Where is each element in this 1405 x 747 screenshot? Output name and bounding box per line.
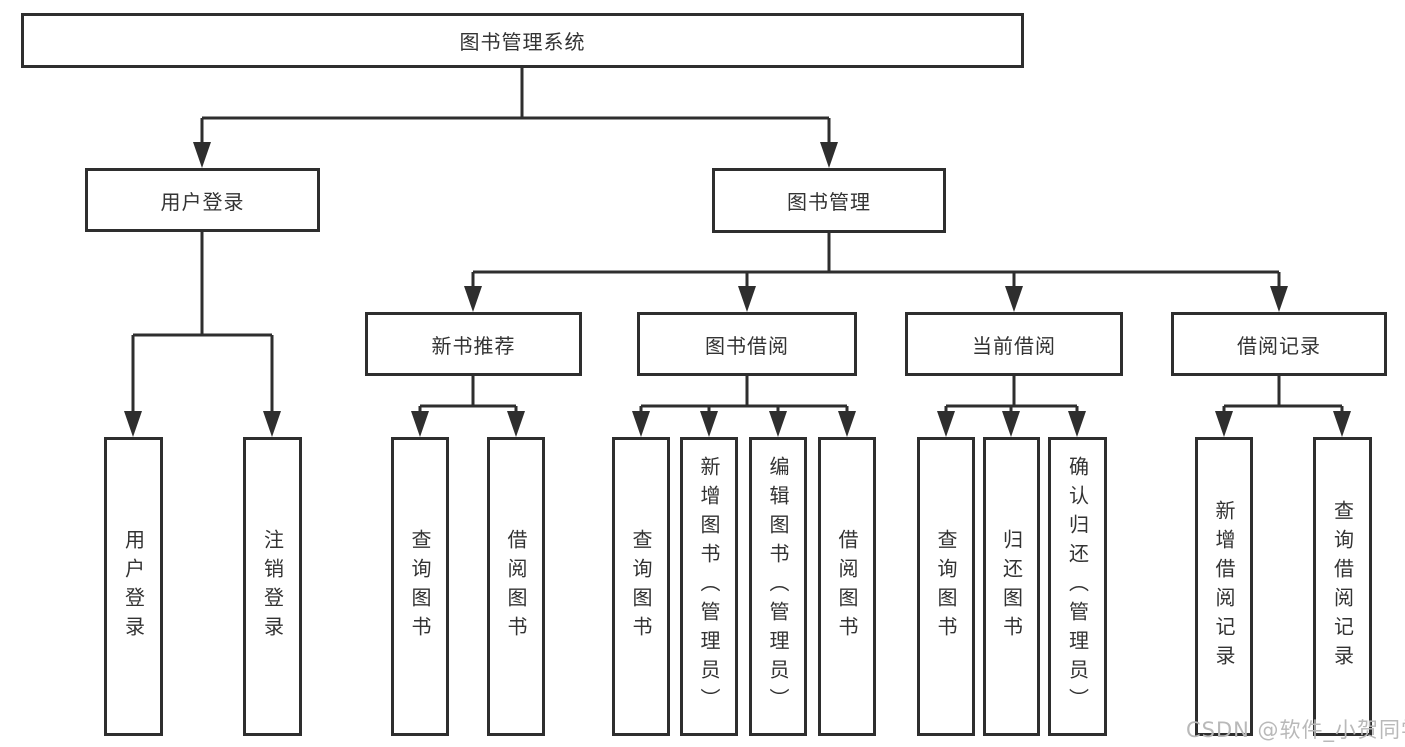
- leaf-label: 注销登录: [260, 528, 285, 645]
- node-new-book-recommendation: 新书推荐: [365, 312, 582, 376]
- leaf-label: 查询图书: [408, 528, 432, 645]
- node-library-management-system: 图书管理系统: [21, 13, 1024, 68]
- leaf-label: 编辑图书（管理员）: [766, 456, 790, 717]
- watermark: CSDN @软件_小贺同学: [1186, 718, 1405, 742]
- node-book-management: 图书管理: [712, 168, 946, 233]
- leaf-return-books: 归还图书: [983, 437, 1040, 736]
- leaf-edit-books-admin: 编辑图书（管理员）: [749, 437, 807, 736]
- leaf-query-books-borrowing: 查询图书: [612, 437, 670, 736]
- node-book-borrowing: 图书借阅: [637, 312, 857, 376]
- leaf-label: 用户登录: [121, 528, 146, 645]
- leaf-query-books-recommend: 查询图书: [391, 437, 449, 736]
- leaf-logout: 注销登录: [243, 437, 302, 736]
- leaf-label: 新增图书（管理员）: [697, 456, 721, 717]
- node-user-login: 用户登录: [85, 168, 320, 232]
- leaf-borrow-books-borrowing: 借阅图书: [818, 437, 876, 736]
- leaf-add-books-admin: 新增图书（管理员）: [680, 437, 738, 736]
- node-current-borrowing: 当前借阅: [905, 312, 1123, 376]
- leaf-label: 确认归还（管理员）: [1065, 456, 1090, 717]
- leaf-label: 新增借阅记录: [1212, 499, 1236, 674]
- leaf-query-books-current: 查询图书: [917, 437, 975, 736]
- leaf-label: 查询借阅记录: [1330, 499, 1355, 674]
- leaf-label: 查询图书: [934, 528, 958, 645]
- leaf-confirm-return-admin: 确认归还（管理员）: [1048, 437, 1107, 736]
- leaf-label: 归还图书: [999, 528, 1024, 645]
- leaf-label: 查询图书: [629, 528, 653, 645]
- leaf-user-login: 用户登录: [104, 437, 163, 736]
- leaf-query-borrow-record: 查询借阅记录: [1313, 437, 1372, 736]
- leaf-add-borrow-record: 新增借阅记录: [1195, 437, 1253, 736]
- node-borrowing-records: 借阅记录: [1171, 312, 1387, 376]
- leaf-borrow-books-recommend: 借阅图书: [487, 437, 545, 736]
- leaf-label: 借阅图书: [835, 528, 859, 645]
- leaf-label: 借阅图书: [504, 528, 528, 645]
